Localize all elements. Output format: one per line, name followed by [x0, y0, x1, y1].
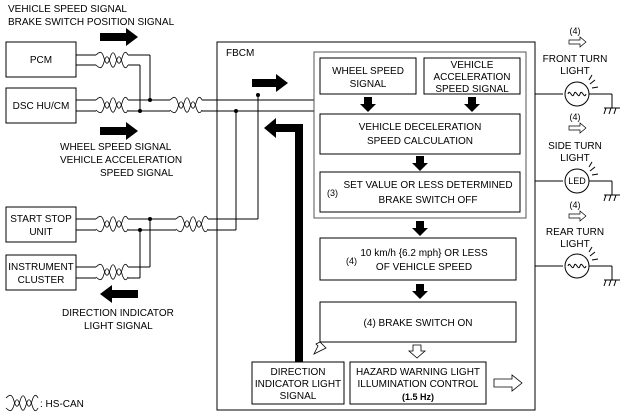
module-start-stop-unit: START STOP UNIT — [5, 206, 77, 243]
block-label: (4) BRAKE SWITCH ON — [364, 318, 473, 329]
signal-label-speed-signal: SPEED SIGNAL — [100, 168, 174, 179]
light-label: LIGHT — [560, 66, 589, 77]
block-wheel-speed-signal: WHEEL SPEED SIGNAL — [319, 57, 417, 95]
signal-label-light-signal: LIGHT SIGNAL — [84, 321, 153, 332]
light-label: LIGHT — [560, 153, 589, 164]
block-label: SPEED SIGNAL — [435, 84, 509, 95]
right-arrow-icon — [252, 74, 288, 92]
module-label: INSTRUMENT — [8, 262, 74, 273]
block-label: OF VEHICLE SPEED — [376, 262, 472, 273]
signal-labels-top: VEHICLE SPEED SIGNAL BRAKE SWITCH POSITI… — [8, 4, 175, 28]
block-label: ACCELERATION — [433, 72, 510, 83]
block-label: HAZARD WARNING LIGHT — [356, 367, 480, 378]
block-label: SET VALUE OR LESS DETERMINED — [343, 180, 512, 191]
light-step-number: (4) — [570, 26, 581, 36]
fbcm-label: FBCM — [226, 48, 254, 59]
down-left-arrow-icon — [313, 341, 327, 355]
lamp-wiring — [535, 93, 563, 267]
module-label: PCM — [30, 55, 52, 66]
block-label: SIGNAL — [280, 391, 317, 402]
signal-labels-bottom: DIRECTION INDICATOR LIGHT SIGNAL — [62, 308, 174, 332]
signal-label-wheel-speed: WHEEL SPEED SIGNAL — [60, 142, 172, 153]
light-label: FRONT TURN — [543, 54, 608, 65]
block-label: INDICATOR LIGHT — [255, 379, 341, 390]
rear-turn-light: (4) REAR TURN LIGHT — [546, 200, 620, 287]
block-set-value-brake-switch-off: (3) SET VALUE OR LESS DETERMINED BRAKE S… — [319, 171, 521, 213]
legend-hs-can: : HS-CAN — [5, 394, 84, 412]
signal-label-direction-indicator: DIRECTION INDICATOR — [62, 308, 174, 319]
ground-icon — [603, 194, 620, 202]
block-label: WHEEL SPEED — [332, 66, 404, 77]
right-arrow-icon — [493, 374, 523, 392]
block-label: VEHICLE — [451, 60, 494, 71]
right-arrow-icon — [568, 122, 587, 134]
down-arrow-icon — [407, 344, 427, 359]
right-arrow-icon — [568, 36, 587, 48]
light-label: SIDE TURN — [548, 141, 602, 152]
light-label: REAR TURN — [546, 227, 604, 238]
front-turn-light: (4) FRONT TURN LIGHT — [543, 26, 620, 115]
right-arrow-icon — [568, 210, 587, 222]
block-label: DIRECTION — [271, 367, 326, 378]
module-pcm: PCM — [5, 41, 77, 78]
direction-indicator-path — [264, 118, 303, 362]
block-vehicle-acceleration-speed-signal: VEHICLE ACCELERATION SPEED SIGNAL — [423, 57, 521, 95]
led-label: LED — [568, 176, 586, 186]
side-turn-light: (4) SIDE TURN LIGHT LED — [548, 112, 620, 202]
right-arrow-icon — [100, 122, 138, 140]
fbcm-internal-wiring — [217, 93, 314, 231]
module-label: UNIT — [29, 227, 52, 238]
block-label: BRAKE SWITCH OFF — [379, 195, 478, 206]
module-label: DSC HU/CM — [13, 101, 70, 112]
module-instrument-cluster: INSTRUMENT CLUSTER — [5, 254, 77, 291]
ground-icon — [603, 107, 620, 115]
block-label: VEHICLE DECELERATION — [359, 122, 482, 133]
block-vehicle-speed-threshold: (4) 10 km/h {6.2 mph} OR LESS OF VEHICLE… — [319, 237, 517, 281]
signal-labels-middle: WHEEL SPEED SIGNAL VEHICLE ACCELERATION … — [60, 142, 182, 179]
block-vehicle-deceleration-calculation: VEHICLE DECELERATION SPEED CALCULATION — [319, 113, 521, 155]
block-brake-switch-on: (4) BRAKE SWITCH ON — [319, 301, 517, 343]
module-label: START STOP — [10, 214, 72, 225]
signal-label-brake-switch-position: BRAKE SWITCH POSITION SIGNAL — [8, 17, 175, 28]
signal-label-vehicle-acceleration: VEHICLE ACCELERATION — [60, 155, 182, 166]
block-label: 10 km/h {6.2 mph} OR LESS — [360, 248, 488, 259]
block-label: (1.5 Hz) — [402, 392, 434, 402]
twisted-pair-icon — [5, 394, 39, 412]
block-label: ILLUMINATION CONTROL — [358, 379, 479, 390]
left-arrow-icon — [264, 118, 276, 138]
block-label: SPEED CALCULATION — [367, 136, 473, 147]
step-number: (4) — [346, 256, 357, 266]
left-arrow-icon — [100, 285, 138, 303]
light-step-number: (4) — [570, 200, 581, 210]
legend-label: : HS-CAN — [40, 399, 84, 410]
module-dsc-hu-cm: DSC HU/CM — [5, 87, 77, 124]
right-arrow-icon — [100, 28, 138, 46]
light-label: LIGHT — [560, 239, 589, 250]
block-hazard-warning-illumination: HAZARD WARNING LIGHT ILLUMINATION CONTRO… — [349, 361, 487, 405]
signal-label-vehicle-speed: VEHICLE SPEED SIGNAL — [8, 4, 127, 15]
step-number: (3) — [327, 188, 338, 198]
light-step-number: (4) — [570, 112, 581, 122]
module-label: CLUSTER — [18, 275, 65, 286]
block-label: SIGNAL — [350, 79, 387, 90]
ground-icon — [603, 279, 620, 287]
block-direction-indicator-light-signal: DIRECTION INDICATOR LIGHT SIGNAL — [251, 361, 345, 405]
